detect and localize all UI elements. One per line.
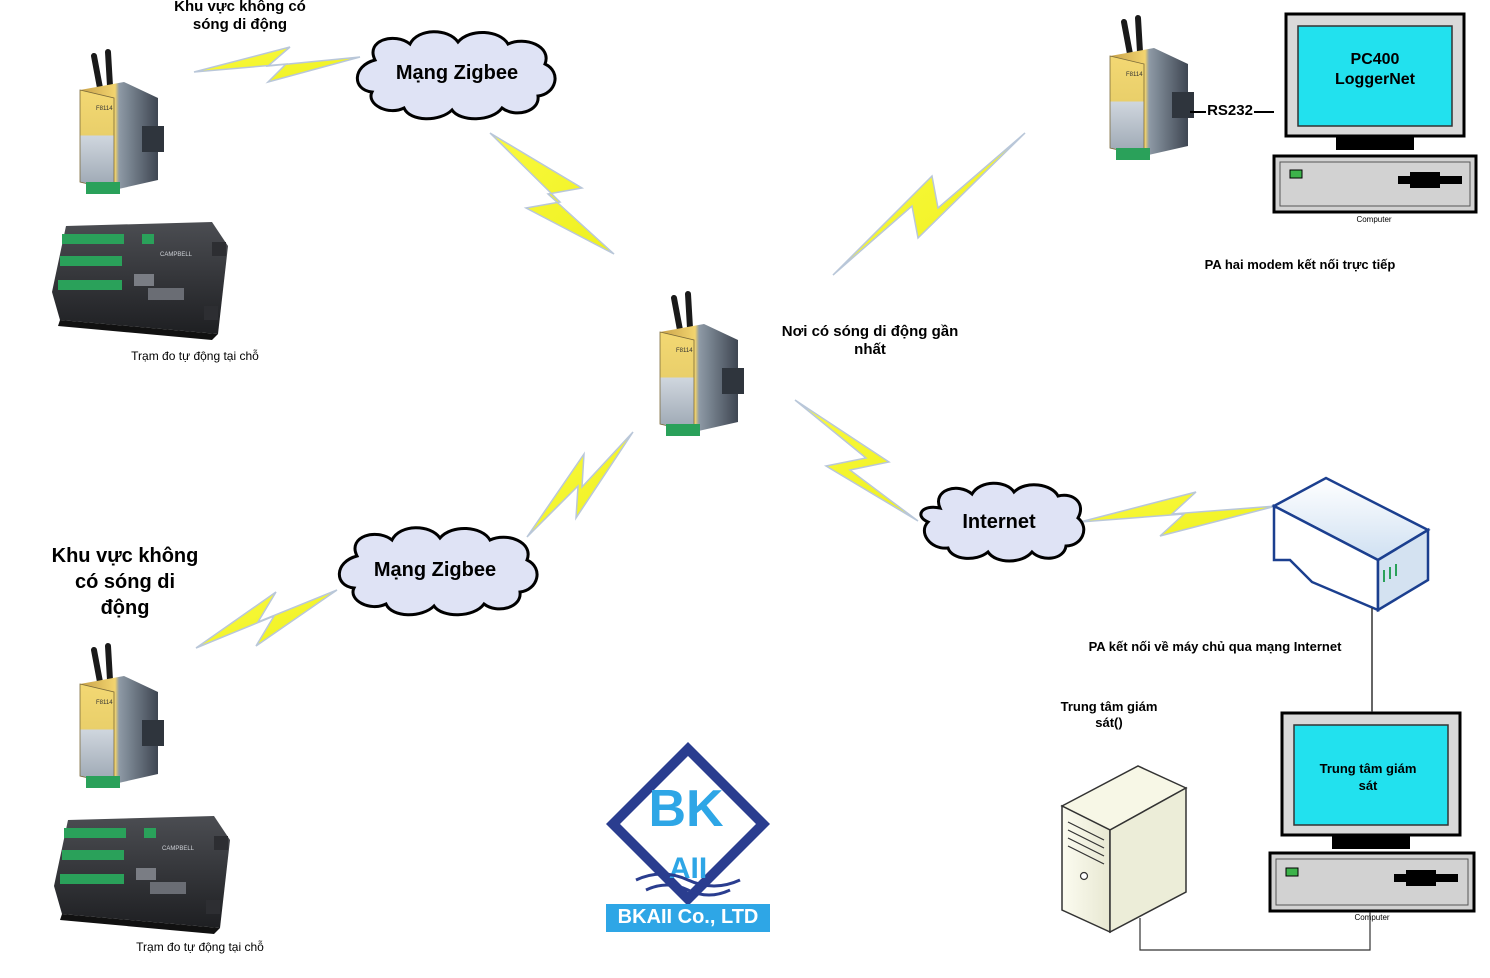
modem-top-right: F8114 (1109, 15, 1194, 160)
cloud-zigbee-bottom (337, 526, 539, 617)
label-zigbee-top: Mạng Zigbee (395, 62, 519, 84)
bolt-internet-router (1079, 491, 1277, 537)
bolt-center-top-right (832, 132, 1026, 276)
bolt-zigbee-top-left (193, 46, 361, 84)
label-rs232: RS232 (1207, 102, 1253, 119)
label-no-signal-bottom: Khu vực không có sóng di động (51, 545, 199, 619)
bolt-zigbee-bottom-left (195, 589, 338, 649)
label-internet: Internet (962, 511, 1036, 533)
svg-text:F8114: F8114 (676, 348, 693, 354)
svg-text:CAMPBELL: CAMPBELL (160, 252, 193, 258)
computer-monitoring-center (1268, 711, 1476, 913)
svg-text:F8114: F8114 (96, 700, 113, 706)
label-station-bottom: Trạm đo tự động tại chỗ (136, 940, 264, 954)
logo-letters: BK (648, 780, 724, 838)
bolt-center-zigbee-bottom (526, 431, 634, 538)
modem-bottom-left: F8114 (79, 643, 164, 788)
label-no-signal-top: Khu vực không có sóng di động (174, 0, 306, 33)
label-computer-bottom: Computer (1354, 913, 1390, 922)
modem-top-left: F8114 (79, 49, 164, 194)
label-zigbee-bottom: Mạng Zigbee (373, 559, 497, 581)
label-nearest-signal: Nơi có sóng di động gần nhất (781, 323, 959, 358)
datalogger-bottom: CAMPBELL (54, 816, 230, 934)
pc-screen-text: PC400 LoggerNet (1335, 51, 1415, 88)
bolt-zigbee-top-center (489, 132, 615, 255)
cloud-zigbee-top (355, 30, 557, 121)
computer-loggernet (1190, 12, 1478, 214)
modem-center: F8114 (659, 291, 744, 436)
datalogger-top: CAMPBELL (52, 222, 228, 340)
cloud-internet (919, 481, 1086, 563)
wireless-links (193, 46, 1277, 649)
bolt-center-internet (794, 399, 919, 522)
label-direct-option: PA hai modem kết nối trực tiếp (1204, 257, 1396, 272)
label-internet-option: PA kết nối về máy chủ qua mạng Internet (1088, 639, 1342, 654)
bkaii-logo: BK AII (606, 742, 770, 932)
svg-text:F8114: F8114 (1126, 72, 1143, 78)
label-station-top: Trạm đo tự động tại chỗ (131, 349, 259, 363)
internet-router (1271, 476, 1431, 613)
monitor-screen-text: Trung tâm giám sát (1319, 761, 1417, 793)
svg-text:CAMPBELL: CAMPBELL (162, 846, 195, 852)
label-monitor-center: Trung tâm giám sát() (1060, 699, 1158, 730)
server-to-computer-line (1139, 912, 1371, 951)
logo-company-name: BKAII Co., LTD (617, 906, 759, 928)
label-computer-top: Computer (1356, 215, 1392, 224)
server-tower (1060, 765, 1188, 934)
svg-text:F8114: F8114 (96, 106, 113, 112)
